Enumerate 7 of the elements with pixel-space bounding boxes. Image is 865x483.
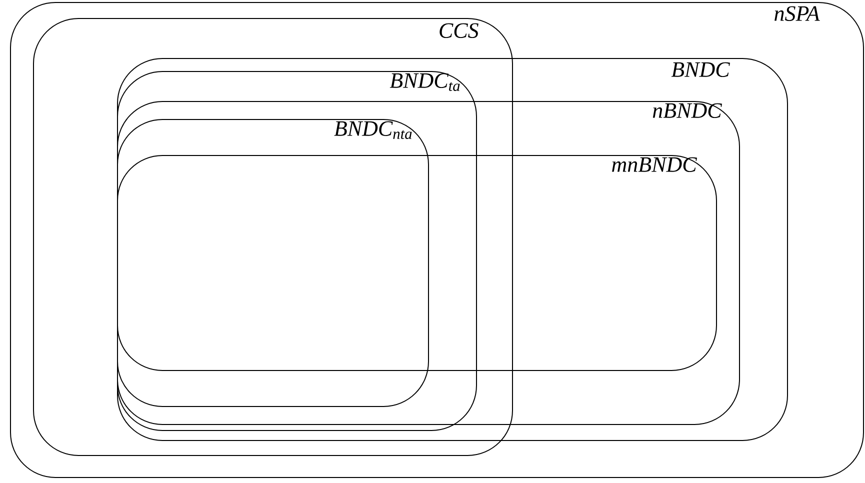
- set-label: mnBNDC: [612, 157, 697, 172]
- set-label: BNDC$_{ta}$: [390, 73, 460, 92]
- set-label: BNDC: [671, 62, 730, 77]
- set-label: BNDC$_{nta}$: [334, 121, 412, 140]
- set-label: nSPA: [774, 6, 820, 21]
- set-label: nBNDC: [652, 103, 722, 118]
- set-label: CCS: [440, 23, 478, 38]
